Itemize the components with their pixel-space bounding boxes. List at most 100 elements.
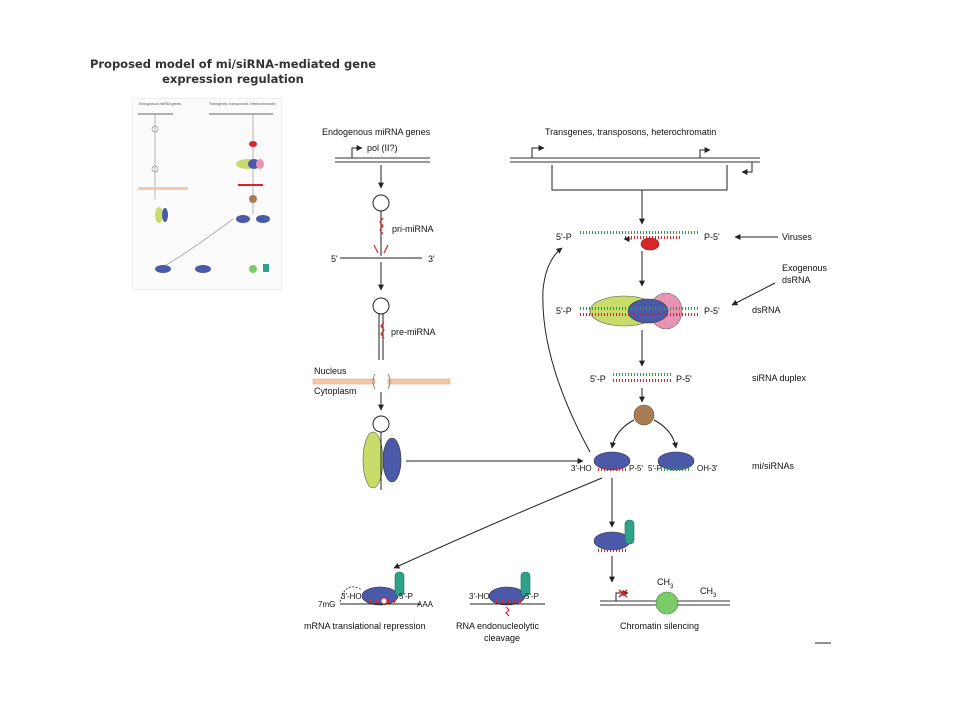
label-endogenous-mirna-genes: Endogenous miRNA genes [322,127,431,137]
transgene-promoter-reverse [741,162,753,175]
long-dsrna-green [578,231,698,234]
nuclear-membrane-right [387,378,451,385]
label-transgenes: Transgenes, transposons, heterochromatin [545,127,716,137]
label-pre-mirna: pre-miRNA [391,327,436,337]
pre-mirna-red-strand [380,321,385,339]
transgene-bracket [551,165,728,191]
label-pol-ii: pol (II?) [367,143,398,153]
thumb-effector-2 [195,265,211,273]
long-dsrna-red [625,236,680,239]
arrow-amplification-loop [542,247,591,453]
thumb-duplex [238,184,263,186]
thumb-risc-left [236,215,250,223]
pri-mirna-red-strand [379,217,384,235]
thumb-hairpin-2 [151,165,159,173]
label-repression-5p: 5'-P [399,592,413,601]
drosha-cut-marks [373,244,389,254]
rits-red-guide [597,549,627,552]
nuclear-membrane-left [312,378,376,385]
label-viruses: Viruses [782,232,812,242]
arrow-from-exogenous [731,282,776,306]
label-dicer-5p: 5'-P [556,306,572,316]
label-mi-sirnas: mi/siRNAs [752,461,794,471]
risc-right-green-guide [661,468,691,471]
thumb-teal [263,264,269,272]
diagram-thumbnail: Endogenous miRNA genes Transgenes, trans… [132,98,282,290]
transgene-promoter-2 [699,147,711,158]
helicase-brown-protein [633,404,655,426]
dicer-dsrna-red [578,313,698,316]
cleavage-cut-mark [505,606,510,617]
label-chromatin-silencing: Chromatin silencing [620,621,699,631]
label-pri-mirna: pri-miRNA [392,224,434,234]
promoter-arrow [351,145,363,158]
risc-left-purple [593,451,631,471]
label-dicer-p5: P-5' [704,306,720,316]
rits-purple [593,531,631,551]
block-x-mark [618,589,628,598]
rits-teal [624,519,635,545]
label-dsrna-5p-left: 5'-P [556,232,572,242]
label-exogenous: Exogenous [782,263,828,273]
cytoplasm-loop [372,415,390,433]
pri-mirna-loop [372,194,390,212]
sirna-duplex-green [612,373,672,376]
label-risc-oh3: OH-3' [697,464,718,473]
label-dsrna-p5-right: P-5' [704,232,720,242]
thumb-red-protein [249,141,257,147]
page-title: Proposed model of mi/siRNA-mediated gene… [89,57,377,86]
label-repression-3ho: 3'-HO [341,592,362,601]
thumb-hairpin [151,125,159,133]
thumb-membrane [138,187,188,190]
label-cleavage-5p: 5'-P [525,592,539,601]
mrna-circularization-dashed [339,586,363,603]
label-exogenous-dsrna: dsRNA [782,275,811,285]
repression-risc-teal [394,571,405,597]
label-rna-endonucleolytic: RNA endonucleolytic [456,621,540,631]
cleavage-risc-teal [520,571,531,597]
risc-left-red-guide [597,468,627,471]
sirna-duplex-red [612,379,672,382]
label-risc-5p: 5'-P [648,464,662,473]
thumb-label-transgenes: Transgenes, transposons, heterochromatin [209,102,276,106]
transgene-promoter-1 [531,145,545,158]
label-ch3-right: CH3 [700,586,717,599]
label-risc-p5: P-5' [629,464,643,473]
thumb-effector-1 [155,265,171,273]
thumb-brown-protein [249,195,257,203]
label-sirna-duplex: siRNA duplex [752,373,807,383]
label-cleavage-3ho: 3'-HO [469,592,490,601]
dicer-dsrna-green [578,307,698,310]
pre-mirna-loop [372,297,390,315]
arrow-to-repression [393,477,603,569]
thumb-label-endogenous: Endogenous miRNA genes [139,102,181,106]
thumbnail-graphic: Endogenous miRNA genes Transgenes, trans… [138,102,276,273]
label-three-prime: 3' [428,254,435,264]
label-duplex-5p: 5'-P [590,374,606,384]
cleavage-red-guide [491,600,523,603]
arrow-risc-left [609,419,635,449]
arrow-risc-right [653,419,679,449]
thumb-risc-right [256,215,270,223]
label-mrna-translational-repression: mRNA translational repression [304,621,426,631]
dicer-purple-protein [382,437,402,483]
label-risc-3ho: 3'-HO [571,464,592,473]
thumb-lime-protein [155,207,163,223]
label-five-prime: 5' [331,254,338,264]
risc-right-purple [657,451,695,471]
label-cytoplasm: Cytoplasm [314,386,357,396]
nuclear-pore [372,373,391,390]
thumb-nucleosome [249,265,257,273]
bulge-mismatch [380,597,388,605]
dicer-purple [627,298,669,324]
thumb-dicer-pink [256,159,264,169]
nucleosome [655,591,679,615]
label-nucleus: Nucleus [314,366,347,376]
label-cleavage: cleavage [484,633,520,643]
label-duplex-p5: P-5' [676,374,692,384]
dicer-lime-protein [362,431,384,489]
label-dsrna: dsRNA [752,305,781,315]
thumb-purple-protein [162,208,168,222]
label-ch3-left: CH3 [657,577,674,590]
